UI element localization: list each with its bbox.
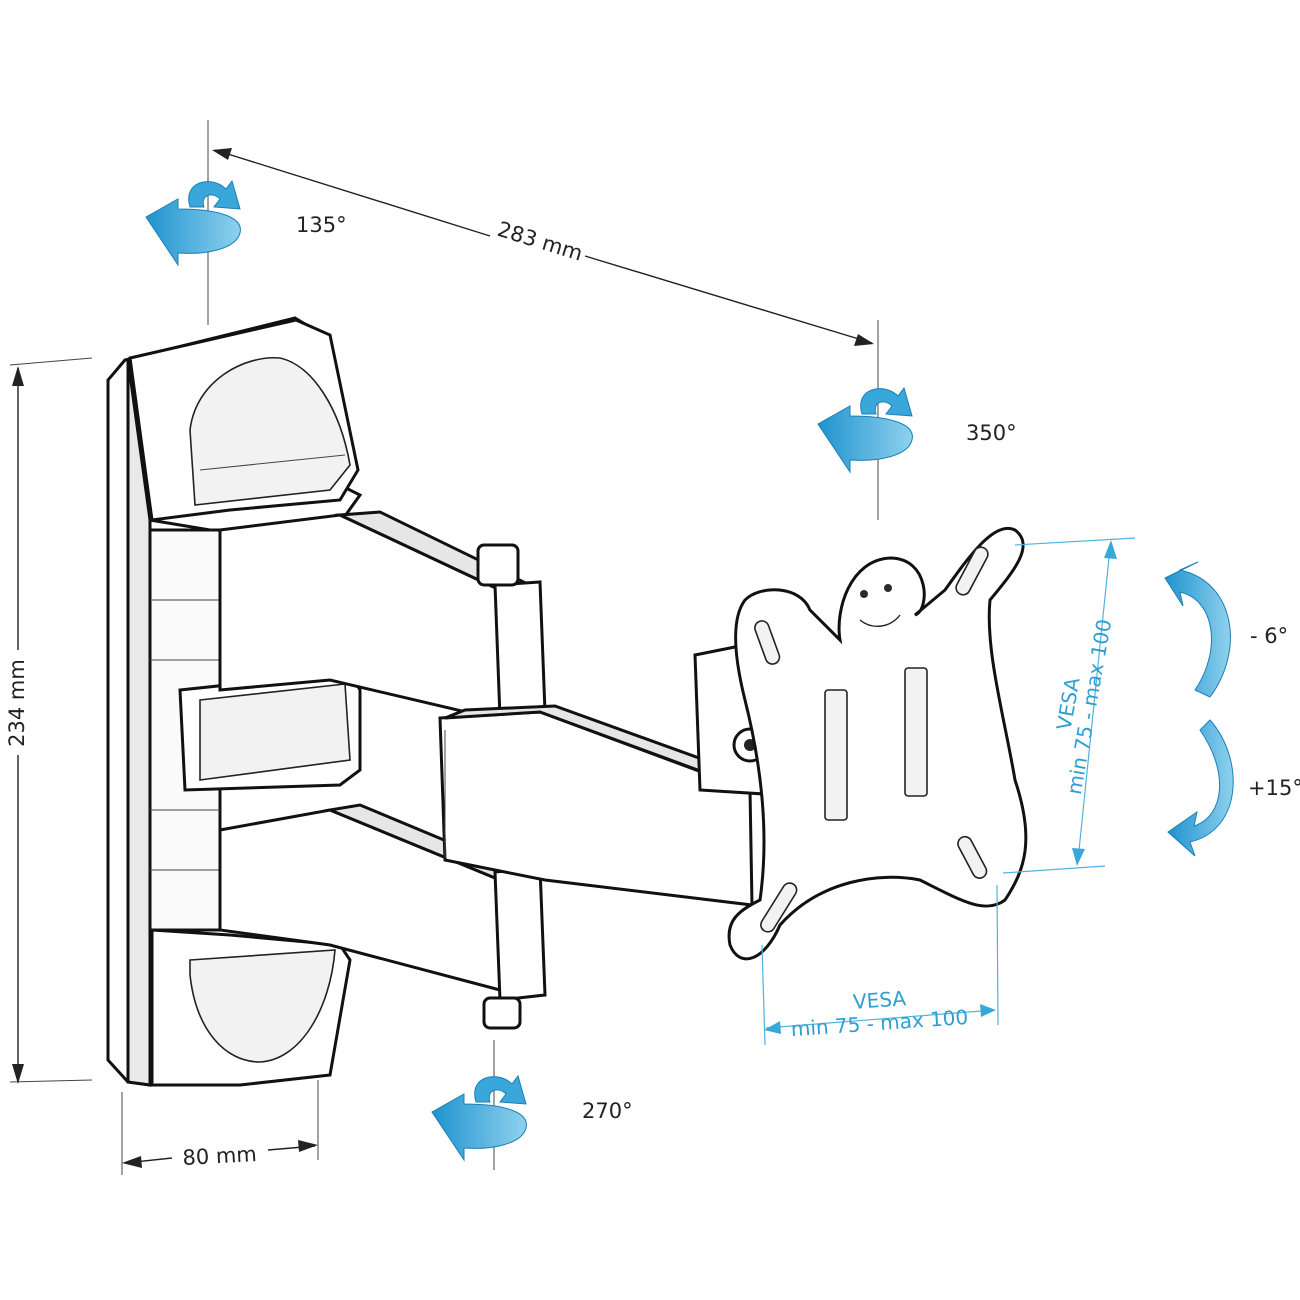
- width-arrow-left: [122, 1156, 142, 1168]
- face-smile: [859, 614, 901, 627]
- bottom-cap-recess: [189, 949, 336, 1063]
- rotation-middle-label: 270°: [582, 1099, 633, 1123]
- vesa-horizontal-title: VESA: [852, 986, 907, 1014]
- vesa-vertical-dimension: VESA min 75 - max 100: [1002, 537, 1136, 874]
- arm-length-label: 283 mm: [495, 217, 586, 266]
- vesa-plate: [727, 526, 1028, 961]
- arm-length-arrow-right: [854, 334, 874, 346]
- arm-length-dimension-line-right: [584, 255, 873, 344]
- height-arrow-top: [12, 366, 24, 386]
- tilt-down-label: - 6°: [1250, 624, 1288, 648]
- height-extension-top: [9, 357, 93, 366]
- wall-bracket: [106, 316, 363, 1087]
- face-eye-right: [884, 584, 892, 592]
- tilt-up-icon: [1167, 719, 1234, 857]
- rotation-wall-label: 135°: [296, 213, 347, 237]
- top-cap-recess: [189, 357, 351, 506]
- face-eye-left: [860, 590, 868, 598]
- arm-length-dimension-line-left: [214, 149, 491, 237]
- rotation-head-label: 350°: [966, 421, 1017, 445]
- height-arrow-bottom: [12, 1064, 24, 1084]
- rotate-350-icon: [817, 387, 913, 473]
- tilt-up-label: +15°: [1248, 776, 1300, 800]
- width-label: 80 mm: [182, 1142, 257, 1170]
- tilt-down-icon: [1164, 561, 1231, 698]
- height-label: 234 mm: [5, 659, 29, 747]
- rotate-270-icon: [431, 1075, 527, 1161]
- vesa-horizontal-range: min 75 - max 100: [790, 1005, 969, 1041]
- width-arrow-right: [298, 1140, 318, 1152]
- height-extension-bottom: [9, 1079, 93, 1083]
- rotate-135-icon: [145, 180, 241, 266]
- arm-length-arrow-left: [212, 148, 232, 160]
